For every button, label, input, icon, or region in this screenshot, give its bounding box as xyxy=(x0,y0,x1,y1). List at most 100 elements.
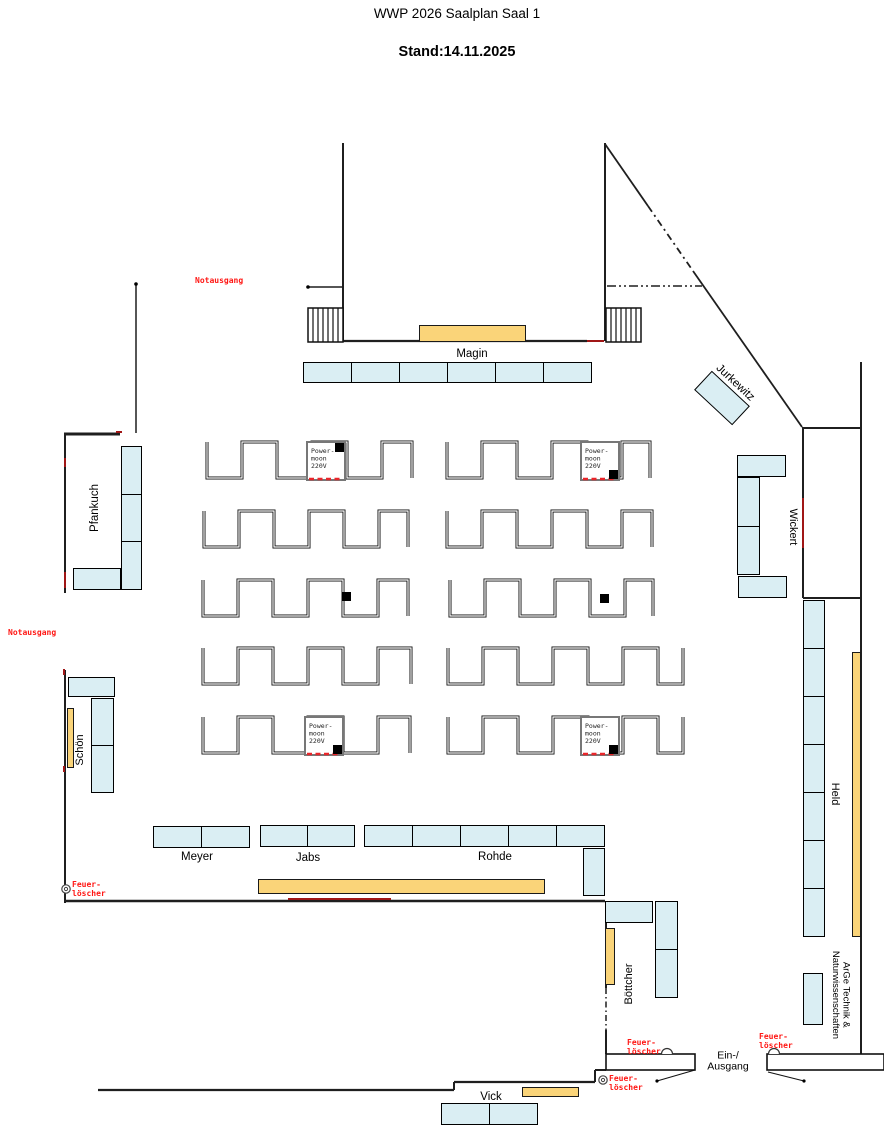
entrance-door-rect xyxy=(605,1053,696,1071)
label-rohde: Rohde xyxy=(478,850,512,863)
label-jabs: Jabs xyxy=(295,851,321,864)
table-cell xyxy=(738,456,785,476)
boettcher-top-table xyxy=(605,901,653,923)
table-cell xyxy=(584,849,604,895)
wall-segment xyxy=(647,205,694,272)
boettcher-strip xyxy=(605,928,615,985)
door-swing-line xyxy=(767,1071,805,1082)
label-wickert: Wickert xyxy=(786,508,799,546)
label-ein-ausgang: Ein-/ Ausgang xyxy=(707,1049,749,1073)
table-cell xyxy=(122,493,141,542)
meyer-tables xyxy=(153,826,250,848)
wall-segment xyxy=(604,143,649,207)
notausgang-left-label: Notausgang xyxy=(8,628,57,637)
table-cell xyxy=(804,974,822,1024)
seating-row-core xyxy=(202,579,409,617)
table-cell xyxy=(804,696,824,744)
power-connector-square xyxy=(609,470,618,479)
table-cell xyxy=(804,648,824,696)
table-cell xyxy=(543,363,591,382)
table-cell xyxy=(69,678,114,696)
seating-row-core xyxy=(446,441,651,479)
date-stamp: Stand:14.11.2025 xyxy=(398,44,516,60)
vick-tables xyxy=(441,1103,538,1125)
table-cell xyxy=(261,826,307,846)
jabs-tables xyxy=(260,825,355,847)
buffet-bar xyxy=(258,879,545,894)
seating-row-core xyxy=(447,647,684,685)
held-col-tables xyxy=(803,600,825,937)
table-cell xyxy=(495,363,543,382)
seating-row-core xyxy=(447,716,684,754)
table-cell xyxy=(92,745,113,792)
label-pfankuch: Pfankuch xyxy=(88,484,101,532)
arge-table xyxy=(803,973,823,1025)
held-strip xyxy=(852,652,861,937)
seating-row-core xyxy=(446,510,653,548)
schoen-strip xyxy=(67,708,74,768)
door-swing-line xyxy=(656,1069,696,1082)
power-connector-square xyxy=(333,745,342,754)
table-cell xyxy=(399,363,447,382)
table-cell xyxy=(154,827,201,847)
label-arge-technik: ArGe Technik & Naturwissenschaften xyxy=(830,950,852,1040)
seating-row-outline xyxy=(445,509,654,549)
table-cell xyxy=(556,826,604,846)
stage-block xyxy=(419,325,526,342)
table-cell xyxy=(804,601,824,648)
power-connector-square xyxy=(600,594,609,603)
power-connector-square xyxy=(342,592,351,601)
wickert-col-tables xyxy=(737,477,760,575)
wall-end-dot xyxy=(306,285,310,289)
seating-row-core xyxy=(202,647,412,685)
table-cell xyxy=(201,827,249,847)
fire-extinguisher-icon xyxy=(61,884,71,894)
table-cell xyxy=(804,792,824,840)
label-schoen: Schön xyxy=(74,734,87,766)
schoen-col-tables xyxy=(91,698,114,793)
seating-row-core xyxy=(203,510,409,548)
label-vick: Vick xyxy=(480,1090,502,1103)
table-cell xyxy=(447,363,495,382)
table-cell xyxy=(460,826,508,846)
table-cell xyxy=(412,826,460,846)
table-cell xyxy=(442,1104,489,1124)
notausgang-top-label: Notausgang xyxy=(195,276,244,285)
label-magin: Magin xyxy=(456,347,488,360)
fire-extinguisher-icon-core xyxy=(600,1077,606,1083)
wickert-top-table xyxy=(737,455,786,477)
seating-row-outline xyxy=(202,509,410,549)
table-cell xyxy=(351,363,399,382)
table-cell xyxy=(365,826,412,846)
door-swing-dot xyxy=(802,1079,806,1083)
schoen-top-table xyxy=(68,677,115,697)
fire-extinguisher-icon-core xyxy=(63,886,69,892)
label-held: Held xyxy=(828,782,841,806)
table-cell xyxy=(804,840,824,888)
entrance-door-rect xyxy=(766,1053,884,1071)
power-connector-square xyxy=(609,745,618,754)
power-connector-square xyxy=(335,443,344,452)
table-cell xyxy=(122,541,141,589)
seating-row-core xyxy=(449,579,654,617)
pfankuch-foot-table xyxy=(73,568,121,590)
boettcher-col-tables xyxy=(655,901,678,998)
table-cell xyxy=(739,577,786,597)
table-cell xyxy=(304,363,351,382)
table-cell xyxy=(738,478,759,526)
seating-row-outline xyxy=(448,578,655,618)
table-cell xyxy=(92,699,113,745)
table-cell xyxy=(738,525,759,575)
table-cell xyxy=(307,826,354,846)
magin-tables xyxy=(303,362,592,383)
seating-row-outline xyxy=(201,646,413,686)
table-cell xyxy=(804,744,824,792)
door-hinge-arc xyxy=(660,1047,674,1055)
door-swing-dot xyxy=(655,1079,659,1083)
table-cell xyxy=(74,569,120,589)
